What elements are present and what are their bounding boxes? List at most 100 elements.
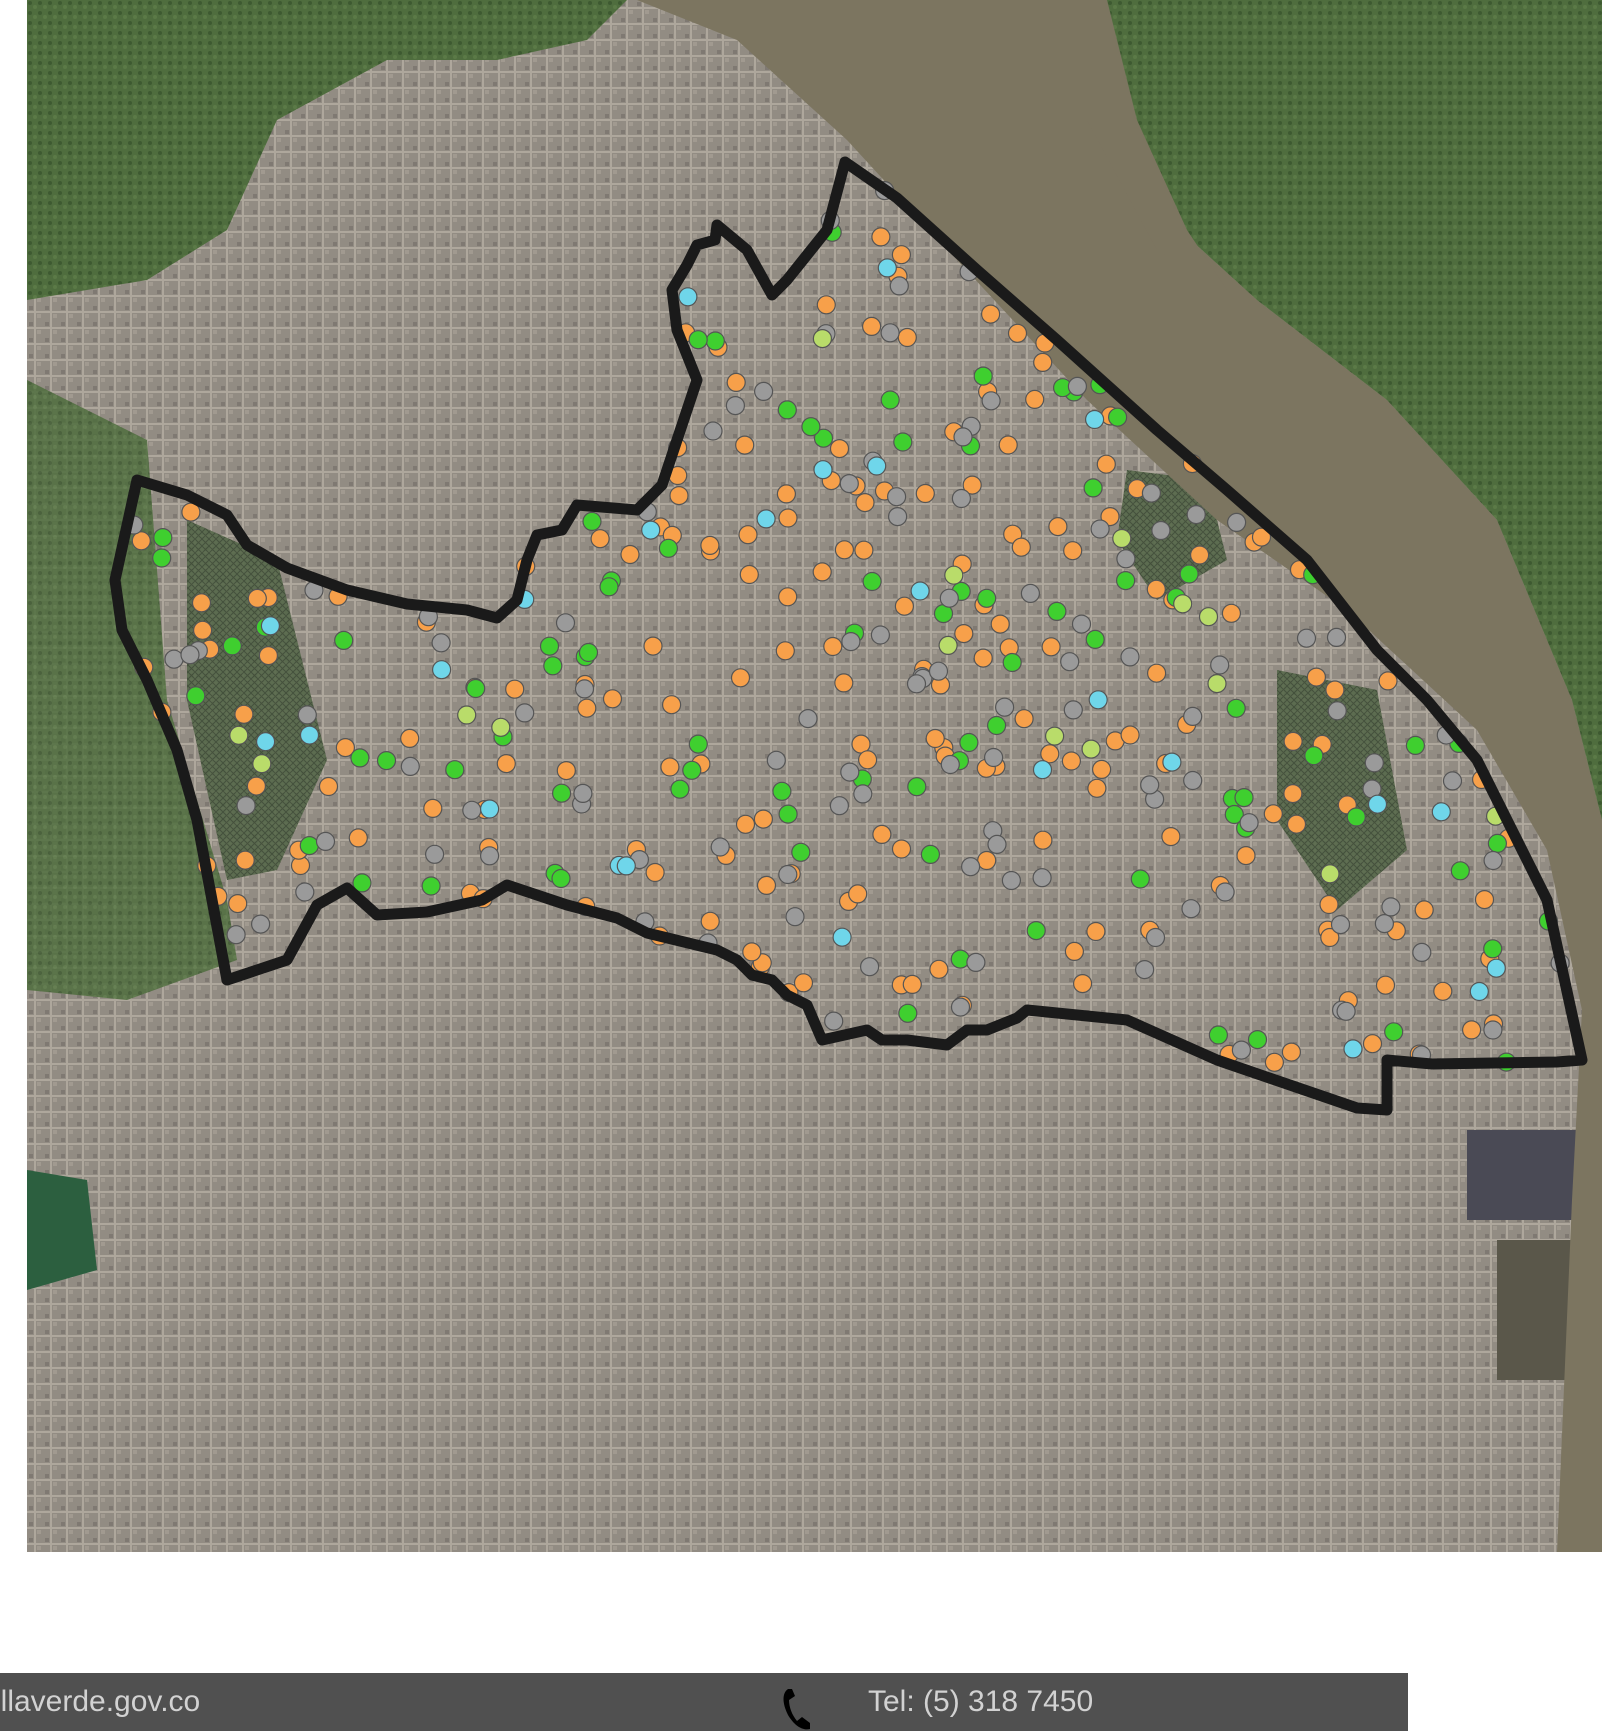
orange-marker[interactable] [735,435,755,455]
orange-marker[interactable] [775,641,795,661]
green-marker[interactable] [670,779,690,799]
gray-marker[interactable] [778,864,798,885]
orange-marker[interactable] [871,227,891,247]
orange-marker[interactable] [891,245,912,265]
green-marker[interactable] [539,636,560,656]
green-marker[interactable] [813,428,834,448]
green-marker[interactable] [1002,652,1022,673]
gray-marker[interactable] [1001,870,1022,891]
yellow-green-marker[interactable] [229,725,249,745]
cyan-marker[interactable] [867,456,887,476]
orange-marker[interactable] [1375,975,1396,995]
gray-marker[interactable] [966,952,986,973]
gray-marker[interactable] [236,795,256,816]
gray-marker[interactable] [1063,700,1083,720]
satellite-map[interactable] [27,0,1602,1552]
orange-marker[interactable] [1264,1052,1285,1072]
gray-marker[interactable] [251,914,271,934]
orange-marker[interactable] [505,679,525,699]
green-marker[interactable] [772,781,792,801]
gray-marker[interactable] [573,783,593,804]
cyan-marker[interactable] [832,927,852,947]
orange-marker[interactable] [318,776,339,797]
gray-marker[interactable] [315,831,336,852]
orange-marker[interactable] [577,698,597,718]
gray-marker[interactable] [1412,942,1432,963]
orange-marker[interactable] [735,814,756,834]
yellow-green-marker[interactable] [812,329,833,349]
gray-marker[interactable] [1020,583,1041,604]
gray-marker[interactable] [425,844,445,864]
orange-marker[interactable] [891,839,912,859]
green-marker[interactable] [599,577,619,597]
orange-marker[interactable] [235,850,255,870]
cyan-marker[interactable] [756,509,776,529]
green-marker[interactable] [1247,1029,1268,1050]
orange-marker[interactable] [776,484,797,504]
gray-marker[interactable] [1442,771,1463,791]
gray-marker[interactable] [853,784,873,804]
footer-phone[interactable]: Tel: (5) 318 7450 [868,1685,1094,1718]
orange-marker[interactable] [1087,778,1107,798]
orange-marker[interactable] [1414,900,1434,920]
orange-marker[interactable] [700,911,720,931]
orange-marker[interactable] [247,588,267,609]
orange-marker[interactable] [590,529,610,549]
orange-marker[interactable] [742,942,762,962]
cyan-marker[interactable] [641,520,661,540]
orange-marker[interactable] [1286,814,1307,834]
orange-marker[interactable] [929,959,949,979]
orange-marker[interactable] [1325,680,1345,700]
gray-marker[interactable] [1483,1020,1503,1040]
gray-marker[interactable] [1336,1001,1356,1021]
gray-marker[interactable] [859,957,880,977]
gray-marker[interactable] [1067,376,1088,396]
green-marker[interactable] [445,760,465,780]
orange-marker[interactable] [739,564,759,585]
gray-marker[interactable] [400,756,420,777]
gray-marker[interactable] [940,754,960,775]
gray-marker[interactable] [889,276,909,296]
orange-marker[interactable] [1362,1034,1383,1054]
orange-marker[interactable] [857,750,878,770]
green-marker[interactable] [688,734,708,754]
cyan-marker[interactable] [678,287,698,307]
gray-marker[interactable] [1090,519,1110,539]
orange-marker[interactable] [998,435,1018,455]
green-marker[interactable] [950,949,970,969]
orange-marker[interactable] [1091,759,1112,780]
yellow-green-marker[interactable] [1112,528,1132,549]
orange-marker[interactable] [854,540,874,560]
cyan-marker[interactable] [260,616,280,636]
orange-marker[interactable] [1319,894,1339,915]
gray-marker[interactable] [960,857,981,877]
gray-marker[interactable] [987,834,1007,855]
orange-marker[interactable] [778,508,798,528]
gray-marker[interactable] [1239,813,1259,833]
orange-marker[interactable] [645,862,665,883]
gray-marker[interactable] [1183,770,1203,791]
gray-marker[interactable] [839,474,859,494]
gray-marker[interactable] [480,846,500,866]
orange-marker[interactable] [1146,579,1166,599]
orange-marker[interactable] [753,809,774,829]
gray-marker[interactable] [1145,927,1166,948]
orange-marker[interactable] [1033,352,1053,372]
cyan-marker[interactable] [432,660,452,680]
orange-marker[interactable] [602,689,623,709]
gray-marker[interactable] [753,381,774,401]
gray-marker[interactable] [431,633,451,653]
orange-marker[interactable] [1064,941,1085,962]
orange-marker[interactable] [348,828,368,848]
green-marker[interactable] [778,804,798,824]
gray-marker[interactable] [983,747,1004,768]
green-marker[interactable] [582,511,602,532]
orange-marker[interactable] [228,893,248,914]
orange-marker[interactable] [1014,709,1034,729]
green-marker[interactable] [1304,746,1324,766]
green-marker[interactable] [352,873,372,893]
green-marker[interactable] [334,630,354,651]
orange-marker[interactable] [1474,889,1495,910]
orange-marker[interactable] [726,372,746,392]
orange-marker[interactable] [793,973,814,993]
